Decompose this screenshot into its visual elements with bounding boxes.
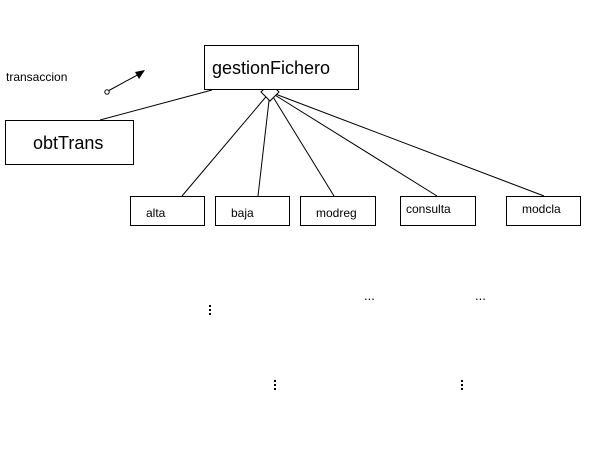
flow-arrow-line: [107, 72, 142, 92]
module-obttrans: obtTrans: [5, 120, 134, 165]
link-consulta: [269, 91, 438, 197]
module-alta: alta: [130, 196, 205, 226]
flow-arrow-tail: [104, 89, 110, 95]
vertical-ellipsis-baja: [274, 380, 276, 392]
link-obttrans: [99, 89, 213, 121]
module-modreg-label: modreg: [316, 206, 357, 220]
flow-arrow-head: [135, 70, 145, 79]
module-consulta: consulta: [400, 196, 476, 226]
module-modcla-label: modcla: [522, 202, 561, 216]
module-gestion-fichero-label: gestionFichero: [212, 58, 331, 78]
link-modcla: [269, 91, 545, 197]
vertical-ellipsis-alta: [209, 305, 211, 317]
module-consulta-label: consulta: [406, 202, 451, 216]
module-modreg: modreg: [300, 196, 376, 226]
link-modreg: [269, 91, 335, 197]
ellipsis-modreg: ...: [364, 288, 375, 303]
module-obttrans-label: obtTrans: [33, 133, 104, 153]
module-alta-label: alta: [146, 206, 166, 220]
link-baja: [257, 91, 271, 197]
module-baja-label: baja: [231, 206, 254, 220]
flow-label: transaccion: [6, 70, 68, 84]
ellipsis-modcla: ...: [475, 288, 486, 303]
link-alta: [181, 91, 271, 197]
module-baja: baja: [215, 196, 290, 226]
module-gestion-fichero: gestionFichero: [204, 45, 359, 90]
module-modcla: modcla: [506, 196, 581, 226]
vertical-ellipsis-consulta: [461, 380, 463, 392]
